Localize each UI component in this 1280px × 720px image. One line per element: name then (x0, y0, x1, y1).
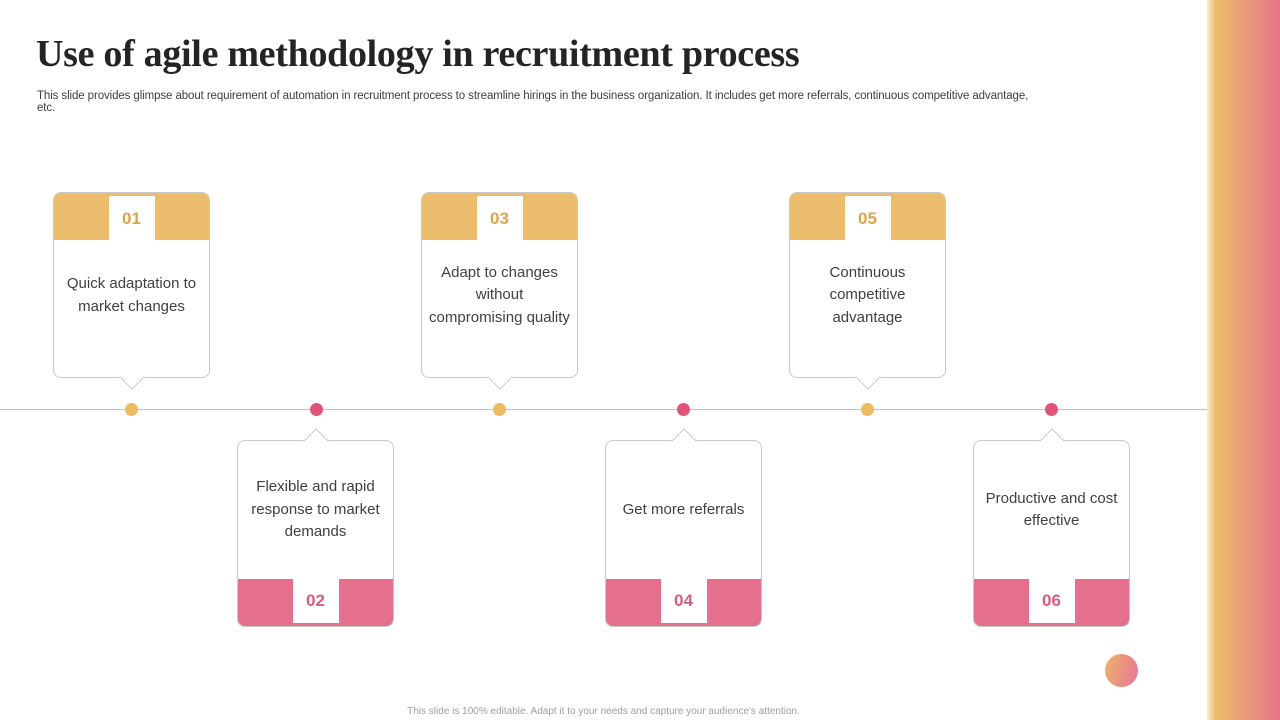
step-number: 04 (674, 590, 693, 610)
card-body: Get more referrals (606, 441, 761, 579)
timeline-card: 05 Continuous competitive advantage (789, 192, 946, 390)
timeline-dot (677, 403, 690, 416)
gradient-side-strip (1207, 0, 1280, 720)
card-label: Adapt to changes without compromising qu… (429, 263, 570, 326)
card-body: Flexible and rapid response to market de… (238, 441, 393, 579)
number-chip: 01 (108, 196, 155, 241)
step-number: 02 (306, 590, 325, 610)
step-number: 05 (858, 208, 877, 228)
card-body: Productive and cost effective (974, 441, 1129, 579)
timeline-dot (125, 403, 138, 416)
timeline-card: 03 Adapt to changes without compromising… (421, 192, 578, 390)
accent-circle (1105, 654, 1138, 687)
timeline-dot (310, 403, 323, 416)
timeline-dot (1045, 403, 1058, 416)
number-chip: 02 (292, 578, 339, 623)
timeline-dot (861, 403, 874, 416)
number-band: 02 (238, 578, 393, 626)
card-body: Adapt to changes without compromising qu… (422, 240, 577, 377)
footer-note: This slide is 100% editable. Adapt it to… (407, 706, 800, 717)
step-number: 01 (122, 208, 141, 228)
timeline-card: Productive and cost effective 06 (973, 428, 1130, 627)
card-label: Get more referrals (622, 500, 745, 518)
number-chip: 03 (476, 196, 523, 241)
timeline-card: Flexible and rapid response to market de… (237, 428, 394, 627)
card-label: Quick adaptation to market changes (66, 275, 197, 315)
number-band: 01 (54, 193, 209, 241)
slide-subtitle: This slide provides glimpse about requir… (37, 90, 1029, 114)
number-chip: 06 (1028, 578, 1075, 623)
number-band: 05 (790, 193, 945, 241)
step-number: 03 (490, 208, 509, 228)
card-body: Continuous competitive advantage (790, 240, 945, 377)
timeline-line (0, 409, 1207, 410)
card-body: Quick adaptation to market changes (54, 240, 209, 377)
number-band: 06 (974, 578, 1129, 626)
card-label: Continuous competitive advantage (829, 263, 906, 326)
page-title: Use of agile methodology in recruitment … (36, 33, 800, 75)
timeline-card: 01 Quick adaptation to market changes (53, 192, 210, 390)
timeline-card: Get more referrals 04 (605, 428, 762, 627)
card-label: Flexible and rapid response to market de… (251, 478, 380, 541)
number-band: 03 (422, 193, 577, 241)
number-chip: 05 (844, 196, 891, 241)
card-label: Productive and cost effective (985, 489, 1118, 530)
number-chip: 04 (660, 578, 707, 623)
timeline-dot (493, 403, 506, 416)
step-number: 06 (1042, 590, 1061, 610)
number-band: 04 (606, 578, 761, 626)
